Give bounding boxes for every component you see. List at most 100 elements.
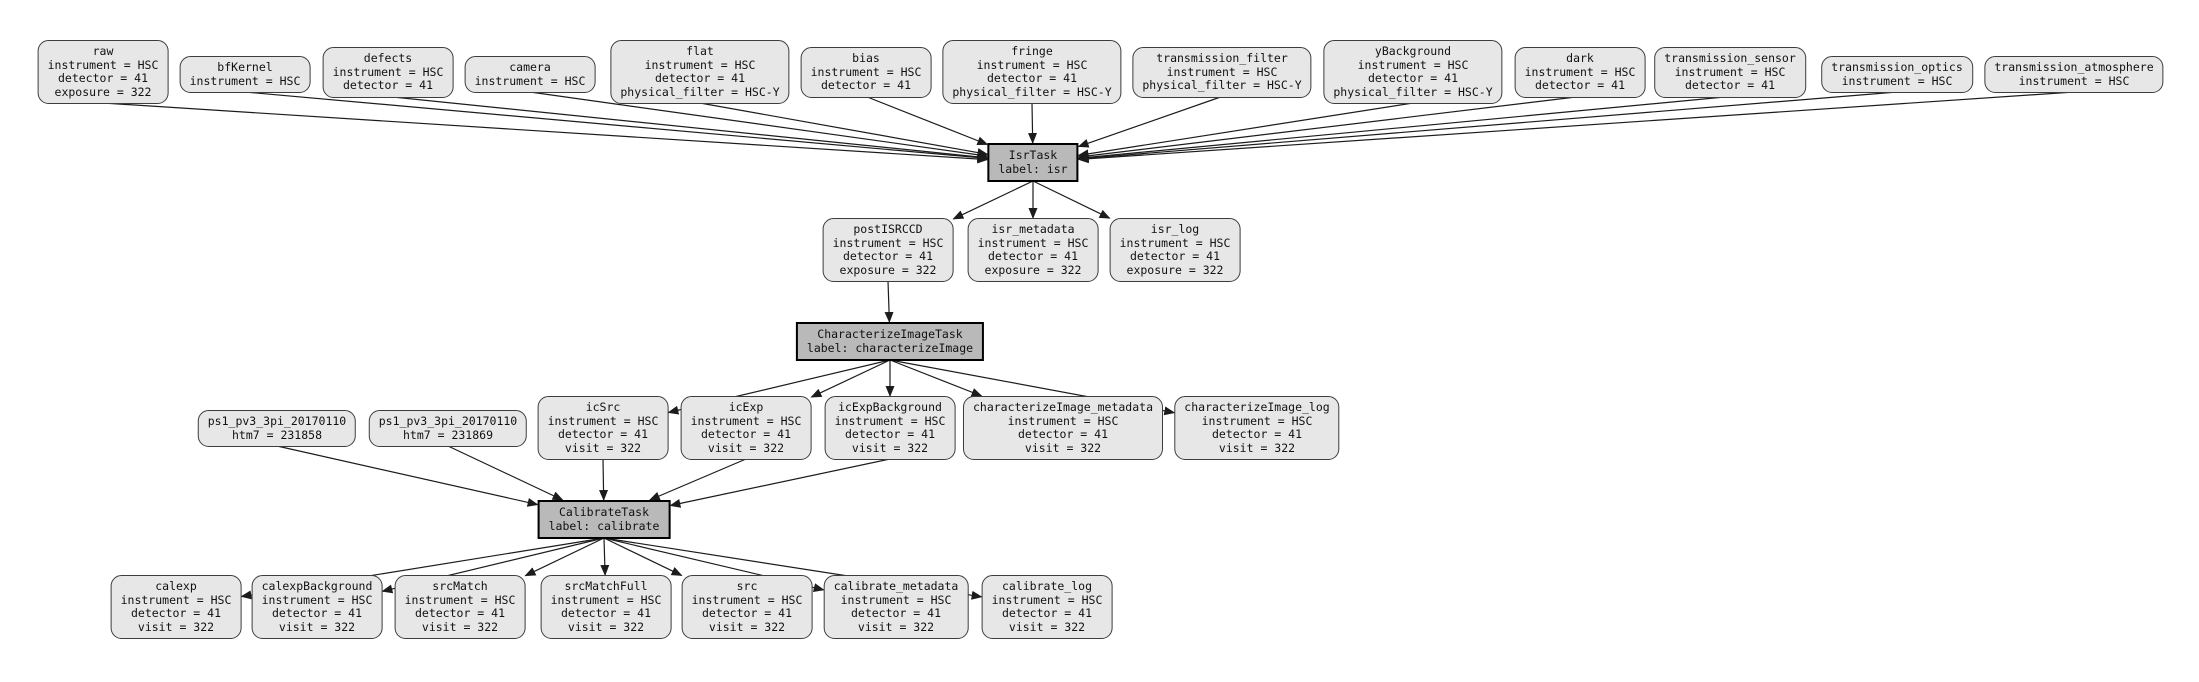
node-attribute: detector = 41 [654,71,745,85]
node-attribute: detector = 41 [1534,78,1625,92]
node-attribute: instrument = HSC [550,592,662,607]
node-title: transmission_sensor [1664,51,1796,65]
node-title: srcMatchFull [564,579,648,593]
node-attribute: exposure = 322 [1126,262,1224,277]
node-attribute: exposure = 322 [839,262,937,277]
edge-flat-to-isr [699,102,989,157]
edge-bias-to-isr [865,95,989,146]
node-attribute: detector = 41 [130,606,221,620]
edge-isr-to-postISRCCD [952,180,1034,220]
node-attribute: label: isr [998,161,1068,176]
node-attribute: visit = 322 [137,619,215,634]
node-attribute: instrument = HSC [810,64,922,79]
edge-camera-to-isr [529,91,989,160]
node-title: icExpBackground [838,400,942,414]
node-attribute: detector = 41 [1367,71,1458,85]
node-attribute: visit = 322 [564,440,642,455]
node-attribute: physical_filter = HSC-Y [1333,84,1493,99]
node-title: defects [363,51,413,65]
node-attribute: exposure = 322 [54,84,152,99]
edge-calibrate-to-src [603,537,683,576]
node-attribute: instrument = HSC [644,57,756,72]
node-attribute: instrument = HSC [832,235,944,250]
node-title: srcMatch [432,579,488,593]
node-attribute: detector = 41 [560,606,651,620]
node-title: ps1_pv3_3pi_20170110 [207,414,347,428]
node-attribute: instrument = HSC [261,592,373,607]
node-title: IsrTask [1008,148,1058,162]
edge-transmission_optics-to-isr [1077,91,1898,163]
edge-postISRCCD-to-characterizeImage [884,280,894,323]
edge-calibrate-to-srcMatch [524,537,605,577]
node-attribute: visit = 322 [1024,440,1102,455]
node-attribute: instrument = HSC [1841,73,1953,88]
node-attribute: detector = 41 [1211,427,1302,441]
node-attribute: instrument = HSC [1357,57,1469,72]
node-attribute: instrument = HSC [1201,413,1313,428]
edge-defects-to-isr [387,95,989,162]
edge-icSrc-to-calibrate [599,458,609,501]
node-attribute: instrument = HSC [332,64,444,79]
node-title: yBackground [1374,44,1452,58]
node-attribute: instrument = HSC [1007,413,1119,428]
edge-icExp-to-calibrate [648,458,747,501]
node-attribute: visit = 322 [567,619,645,634]
node-attribute: detector = 41 [701,606,792,620]
node-attribute: detector = 41 [1129,249,1220,263]
node-attribute: instrument = HSC [1166,64,1278,79]
node-attribute: instrument = HSC [977,235,1089,250]
node-attribute: detector = 41 [842,249,933,263]
node-title: transmission_optics [1831,60,1963,74]
node-attribute: physical_filter = HSC-Y [1142,78,1302,92]
node-attribute: detector = 41 [850,606,941,620]
node-attribute: instrument = HSC [840,592,952,607]
node-attribute: detector = 41 [557,427,648,441]
node-attribute: detector = 41 [986,71,1077,85]
node-title: CalibrateTask [558,505,649,519]
node-title: isr_metadata [991,222,1075,236]
node-attribute: label: calibrate [548,518,660,533]
node-attribute: instrument = HSC [1524,64,1636,79]
node-attribute: instrument = HSC [47,57,159,72]
node-attribute: exposure = 322 [984,262,1082,277]
edge-calibrate-to-srcMatchFull [600,537,610,576]
node-title: calibrate_log [1001,579,1092,593]
node-title: icSrc [585,400,621,414]
node-title: postISRCCD [853,222,923,236]
node-title: calexp [155,579,197,593]
node-attribute: detector = 41 [1017,427,1109,441]
node-attribute: instrument = HSC [120,592,232,607]
edge-bfKernel-to-isr [244,91,989,162]
node-attribute: instrument = HSC [404,592,516,607]
edge-fringe-to-isr [1028,102,1038,144]
node-title: characterizeImage_log [1184,400,1330,414]
edge-raw-to-isr [102,102,989,164]
node-attribute: instrument = HSC [2018,73,2130,88]
node-attribute: visit = 322 [851,440,929,455]
node-attribute: detector = 41 [271,606,362,620]
node-attribute: physical_filter = HSC-Y [952,84,1112,99]
node-title: isr_log [1150,222,1200,236]
node-attribute: visit = 322 [1008,619,1086,634]
node-title: src [736,579,758,593]
node-attribute: instrument = HSC [991,592,1103,607]
